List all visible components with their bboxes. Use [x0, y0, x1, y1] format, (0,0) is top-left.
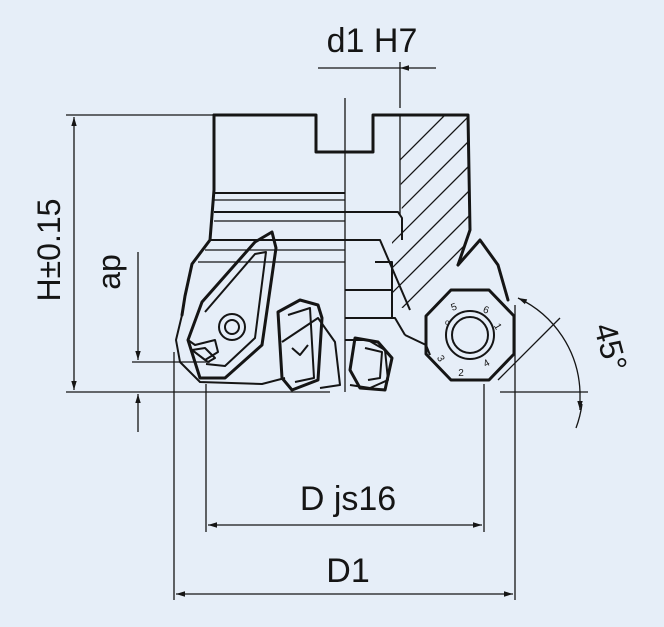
bore-label: d1 H7	[327, 22, 418, 60]
insert-mark-2: 2	[458, 368, 464, 379]
insert-dot-mark: o	[445, 318, 450, 327]
depth-label: ap	[91, 254, 127, 290]
insert-seat	[404, 334, 431, 356]
dimension-height	[66, 114, 330, 393]
height-label: H±0.15	[31, 199, 67, 302]
small-insert	[348, 336, 394, 392]
outer-diameter-label: D1	[326, 552, 369, 590]
dimension-bore	[318, 62, 436, 108]
insert-mark-1: 1	[491, 322, 504, 333]
dimension-diameter	[205, 384, 485, 532]
insert-mark-3: 3	[434, 354, 447, 365]
dimension-depth	[132, 252, 210, 432]
insert-mark-5: 5	[450, 301, 459, 313]
middle-insert	[276, 298, 324, 392]
dimension-outer-diameter	[173, 305, 516, 600]
octagon-insert: 5 6 1 4 2 3 o	[424, 288, 516, 382]
left-insert	[186, 230, 278, 380]
angle-label: 45°	[587, 319, 634, 375]
cutter-body	[175, 113, 510, 389]
dimension-angle	[497, 297, 588, 429]
section-hatching	[392, 115, 470, 310]
insert-mark-6: 6	[481, 305, 490, 317]
insert-mark-4: 4	[482, 357, 493, 370]
diameter-label: D js16	[300, 480, 396, 518]
